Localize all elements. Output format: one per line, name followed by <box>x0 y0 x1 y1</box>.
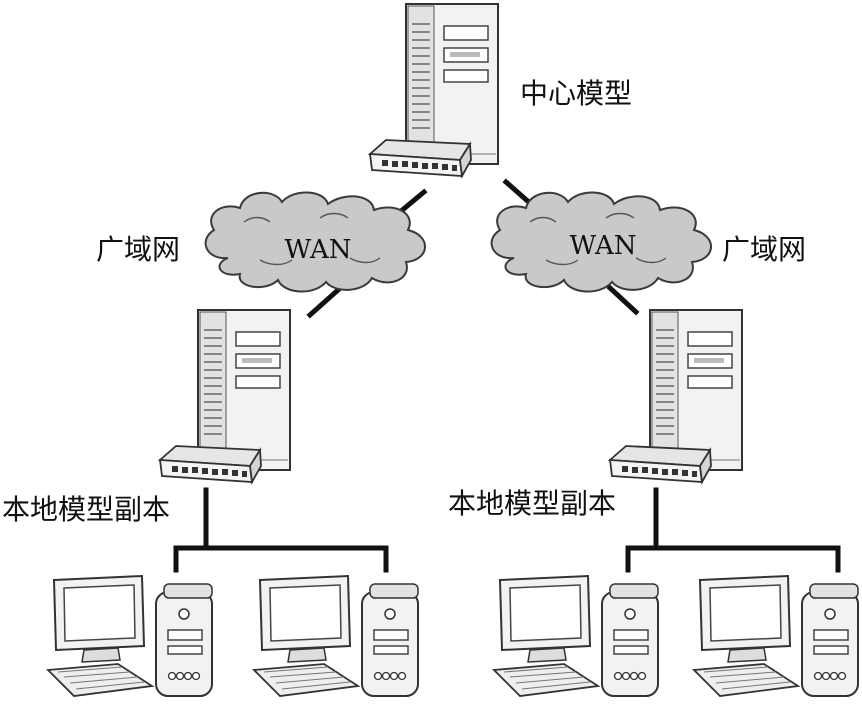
link-right-wan-to-server <box>606 284 640 316</box>
left-local-switch-icon <box>159 445 262 483</box>
left-local-replica-label: 本地模型副本 <box>2 493 171 526</box>
right-workstation-1-icon <box>493 575 659 697</box>
left-workstation-2-icon <box>253 575 419 697</box>
right-local-bus <box>625 545 841 573</box>
left-local-bus <box>173 545 389 573</box>
link-central-to-left-wan <box>396 188 428 216</box>
left-local-server-icon <box>197 309 291 471</box>
central-switch-icon <box>369 139 472 177</box>
central-server-icon <box>405 3 499 165</box>
left-wan-label: WAN <box>285 235 352 265</box>
link-left-wan-to-server <box>306 286 342 319</box>
right-local-replica-label: 本地模型副本 <box>448 487 617 520</box>
right-wan-caption: 广域网 <box>722 233 807 266</box>
right-workstation-2-icon <box>693 575 859 697</box>
left-wan-caption: 广域网 <box>96 233 181 266</box>
right-local-server-icon <box>649 309 743 471</box>
left-workstation-1-icon <box>47 575 213 697</box>
central-model-label: 中心模型 <box>520 77 633 110</box>
right-wan-label: WAN <box>570 231 637 261</box>
right-local-switch-icon <box>609 445 712 483</box>
connection-lines <box>173 178 841 573</box>
